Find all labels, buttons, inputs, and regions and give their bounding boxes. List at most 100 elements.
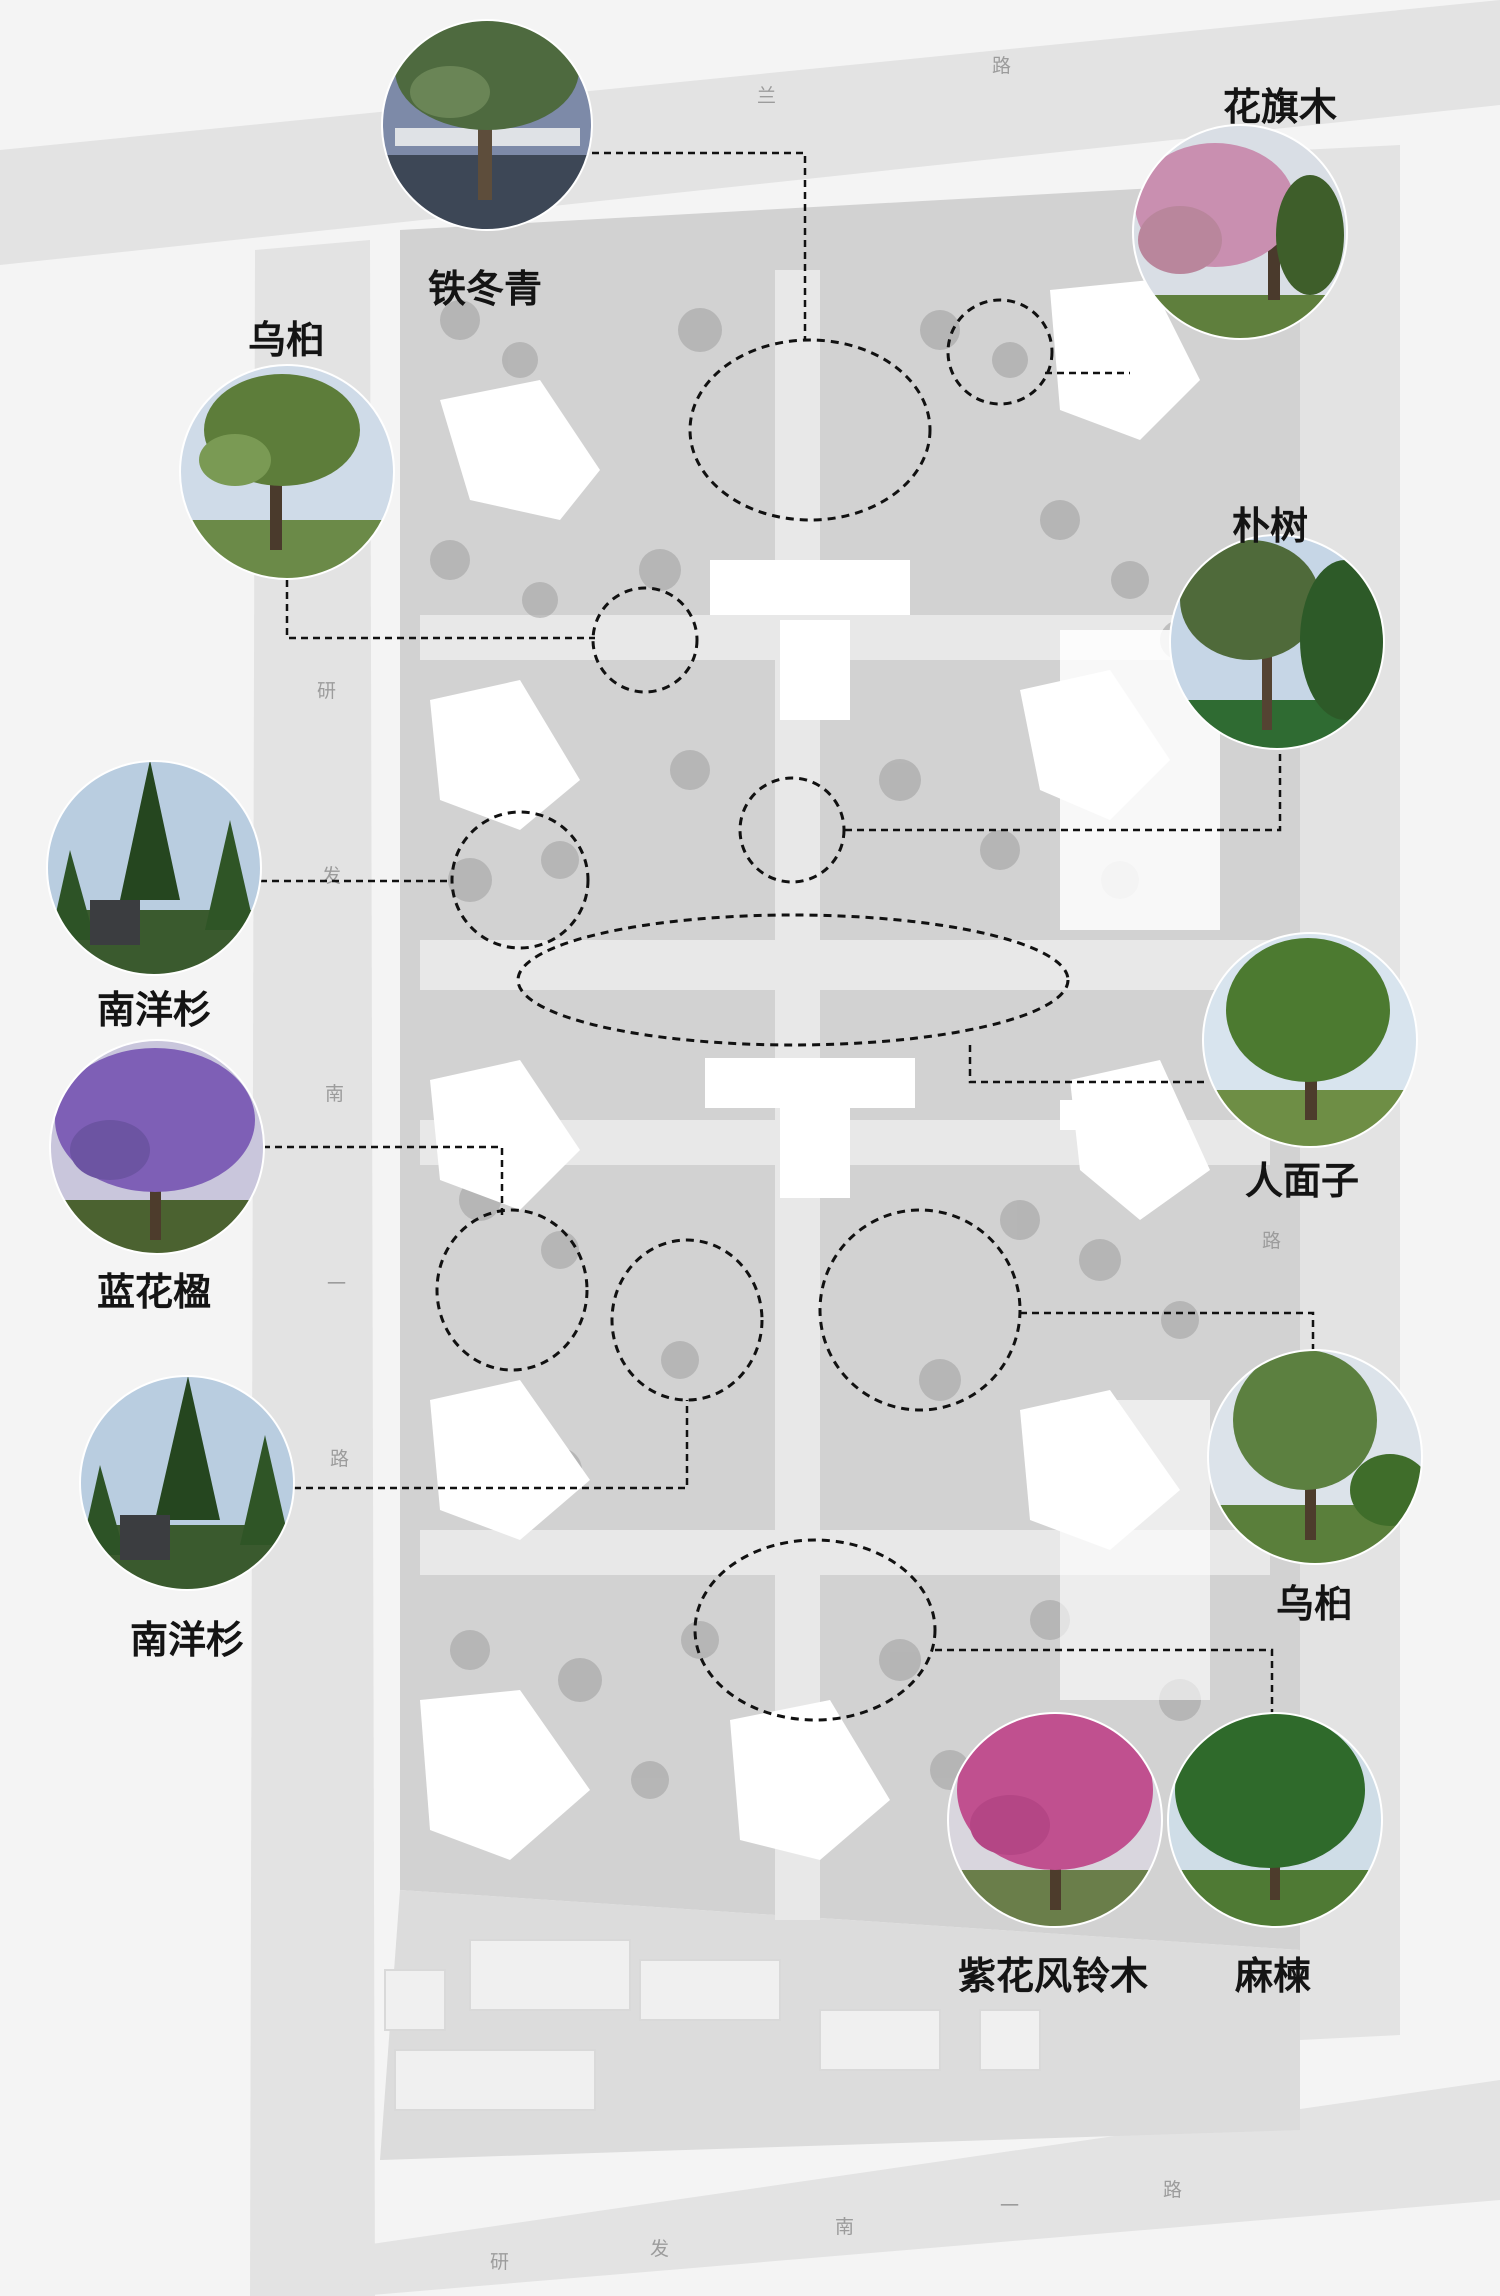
map-shape	[541, 841, 579, 879]
map-shape	[1305, 1440, 1316, 1540]
tree-photo-zihuafenglingmu	[948, 1713, 1162, 1927]
tree-label-renmianzi: 人面子	[1245, 1159, 1360, 1203]
tree-label-malian: 麻楝	[1235, 1954, 1312, 1998]
street-char: 路	[1163, 2179, 1182, 2201]
map-shape	[502, 342, 538, 378]
building	[1050, 280, 1200, 440]
map-shape	[979, 2009, 1041, 2071]
map-shape	[1202, 932, 1418, 1148]
zone-ellipse	[946, 298, 1054, 406]
street-char: 路	[992, 55, 1011, 77]
map-shape	[661, 1341, 699, 1379]
map-shape	[46, 760, 262, 976]
zone-ellipse	[693, 1538, 937, 1722]
tree-photo-wujiu	[180, 365, 394, 579]
leader-line	[968, 1045, 1205, 1084]
street-char: 发	[322, 865, 341, 887]
tree-photo-frames	[46, 19, 1423, 1928]
building	[430, 1060, 580, 1210]
map-shape	[448, 858, 492, 902]
street-char: 研	[317, 680, 336, 702]
map-shape	[381, 19, 593, 231]
tree-photo-huaqimu	[1133, 125, 1347, 339]
map-shape	[150, 1150, 161, 1240]
map-shape	[50, 850, 95, 940]
building	[1060, 1100, 1090, 1130]
building	[710, 560, 910, 615]
vegetation	[430, 300, 1201, 1799]
map-shape	[199, 434, 271, 486]
street-char: 发	[650, 2238, 669, 2260]
map-shape	[1180, 540, 1320, 660]
map-shape	[558, 1658, 602, 1702]
tree-label-wujiu-2: 乌桕	[1276, 1582, 1353, 1626]
map-shape	[879, 1639, 921, 1681]
map-shape	[1262, 640, 1272, 730]
map-shape	[639, 1959, 781, 2021]
building	[1070, 1060, 1210, 1220]
street-char: 南	[835, 2216, 854, 2238]
map-shape	[1161, 1301, 1199, 1339]
tree-label-zihuafenglingmu: 紫花风铃木	[958, 1954, 1149, 1998]
map-shape	[394, 2049, 596, 2111]
map-shape	[179, 364, 395, 580]
leader-line	[845, 750, 1282, 832]
street-char: 一	[327, 1273, 346, 1295]
map-shape	[681, 1621, 719, 1659]
zone-ellipse	[738, 776, 846, 884]
building	[1060, 1400, 1210, 1700]
map-shape	[205, 820, 255, 930]
tree-label-nanyangshan: 南洋杉	[97, 988, 212, 1032]
zone-ellipse	[516, 913, 1070, 1047]
zone-ellipse	[688, 338, 932, 522]
zone-ellipse	[435, 1208, 589, 1372]
map-shape	[541, 1231, 579, 1269]
buildings	[420, 280, 1220, 1860]
road-bottom	[330, 2080, 1500, 2296]
tree-photo-renmianzi	[1203, 933, 1417, 1147]
street-char: 兰	[757, 85, 776, 107]
map-shape	[240, 1435, 290, 1545]
map-shape	[631, 1761, 669, 1799]
map-shape	[1040, 500, 1080, 540]
zone-ellipse	[591, 586, 699, 694]
road-left	[250, 240, 375, 2296]
map-shape	[1167, 1712, 1383, 1928]
map-shape	[1111, 561, 1149, 599]
map-shape	[670, 750, 710, 790]
map-shape	[980, 830, 1020, 870]
map-shape	[120, 761, 180, 900]
map-shape	[1276, 175, 1344, 295]
map-shape	[1233, 1350, 1377, 1490]
zone-ellipse	[610, 1238, 764, 1402]
map-shape	[1300, 560, 1384, 720]
map-shape	[1079, 1239, 1121, 1281]
map-shape	[522, 582, 558, 618]
highlight-zones	[435, 298, 1070, 1722]
map-shape	[90, 900, 140, 945]
street-char: 研	[490, 2251, 509, 2273]
zone-ellipse	[450, 810, 590, 950]
tree-photo-nanyangshan	[80, 1376, 294, 1590]
street-char: 路	[1262, 1230, 1281, 1252]
map-shape	[1175, 1713, 1365, 1868]
map-shape	[384, 1969, 446, 2031]
tree-label-nanyangshan-2: 南洋杉	[130, 1618, 245, 1662]
building	[780, 620, 850, 720]
tree-photo-malian	[1168, 1713, 1382, 1927]
street-char: 南	[325, 1083, 344, 1105]
map-shape	[420, 940, 1270, 990]
building	[440, 380, 600, 520]
map-shape	[1169, 534, 1385, 750]
building	[430, 1380, 590, 1540]
map-shape	[1000, 1200, 1040, 1240]
tree-label-lanhuaying: 蓝花楹	[97, 1270, 212, 1314]
tree-photo-wujiu	[1208, 1350, 1422, 1564]
leader-line	[1020, 1311, 1315, 1350]
leader-line	[935, 1648, 1274, 1713]
tree-label-wujiu: 乌桕	[248, 318, 325, 362]
street-char: 路	[330, 1448, 349, 1470]
map-shape	[79, 1375, 295, 1591]
map-shape	[947, 1712, 1163, 1928]
